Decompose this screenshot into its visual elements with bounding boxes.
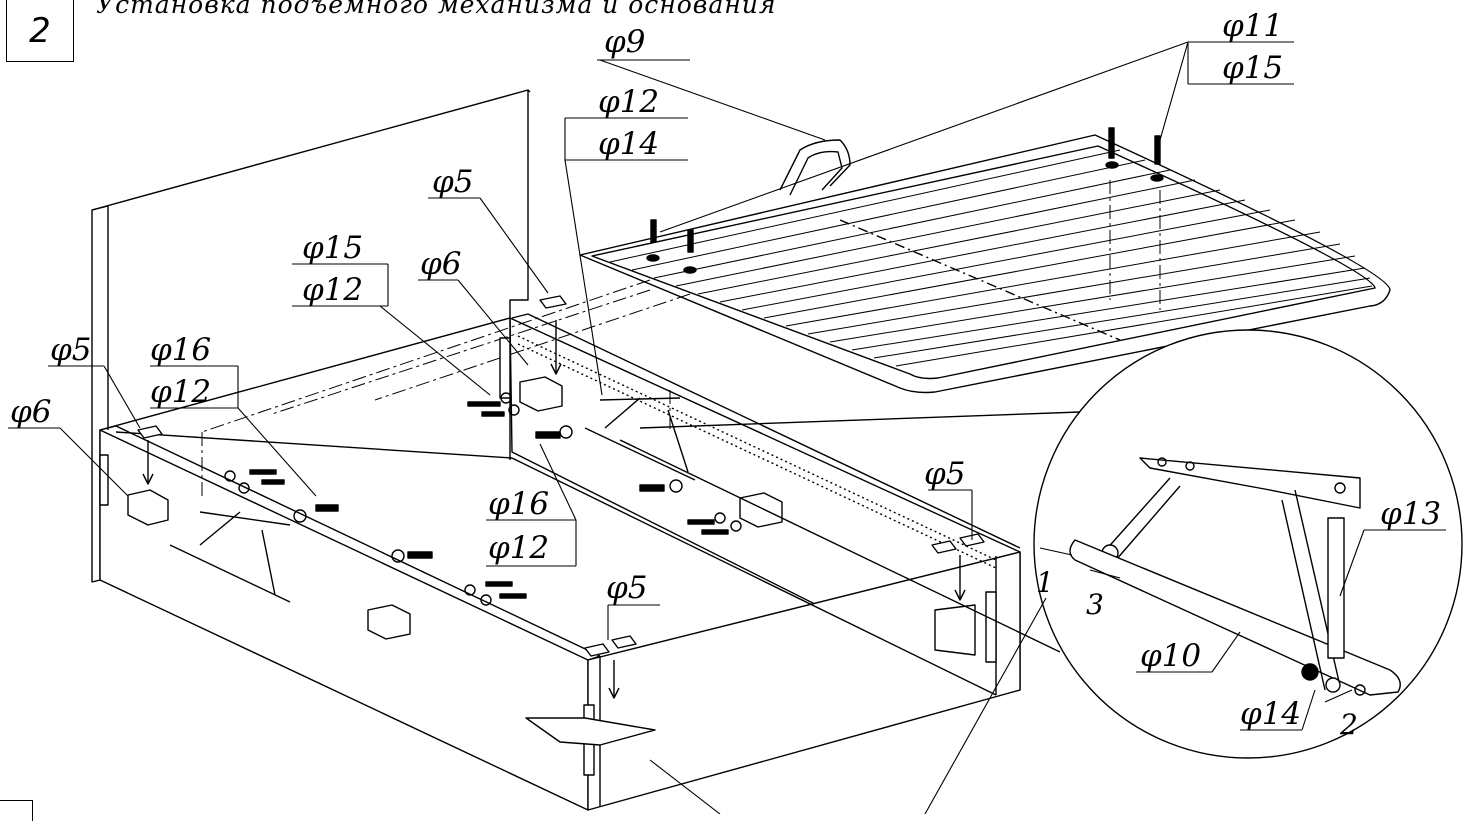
label-f14: φ14	[598, 126, 659, 162]
wooden-blocks	[127, 376, 783, 640]
label-f14: φ14	[1240, 696, 1301, 732]
felt-pads	[137, 295, 985, 657]
label-f5: φ5	[432, 164, 473, 200]
label-f16: φ16	[150, 332, 211, 368]
slatted-base	[579, 134, 1391, 394]
callout-3: 3	[1086, 588, 1104, 621]
next-step-box	[0, 800, 33, 821]
label-f6: φ6	[10, 394, 51, 430]
fastener-sets	[249, 401, 729, 599]
callout-1: 1	[1036, 566, 1054, 599]
label-f13: φ13	[1380, 496, 1441, 532]
label-f12: φ12	[598, 84, 659, 120]
label-leaders	[8, 41, 1446, 814]
corner-brackets	[99, 337, 997, 776]
step-number: 2	[6, 0, 74, 62]
label-f5: φ5	[924, 456, 965, 492]
label-f16: φ16	[488, 486, 549, 522]
lift-mechanism-left	[169, 511, 291, 603]
lift-handle	[779, 139, 851, 196]
label-f15: φ15	[1222, 50, 1283, 86]
label-f10: φ10	[1140, 638, 1201, 674]
assembly-guides	[201, 180, 1161, 500]
callout-2: 2	[1339, 708, 1358, 741]
label-f5: φ5	[50, 332, 91, 368]
label-f6: φ6	[420, 246, 461, 282]
base-bolts	[646, 127, 1164, 274]
detail-circle	[619, 329, 1463, 759]
label-f9: φ9	[604, 24, 645, 60]
step-title: Установка подъемного механизма и основан…	[96, 0, 777, 19]
part-labels: φ9 φ11 φ15 φ12 φ14 φ5 φ6 φ15 φ12 φ5 φ16 …	[10, 8, 1441, 741]
label-f11: φ11	[1222, 8, 1283, 44]
label-f12: φ12	[150, 374, 211, 410]
label-f5: φ5	[606, 570, 647, 606]
label-f15: φ15	[302, 230, 363, 266]
label-f12: φ12	[302, 272, 363, 308]
label-f12: φ12	[488, 530, 549, 566]
bed-frame	[99, 313, 1021, 811]
direction-arrows	[142, 320, 966, 699]
lift-mechanism-right	[584, 397, 696, 481]
washers	[224, 392, 742, 606]
